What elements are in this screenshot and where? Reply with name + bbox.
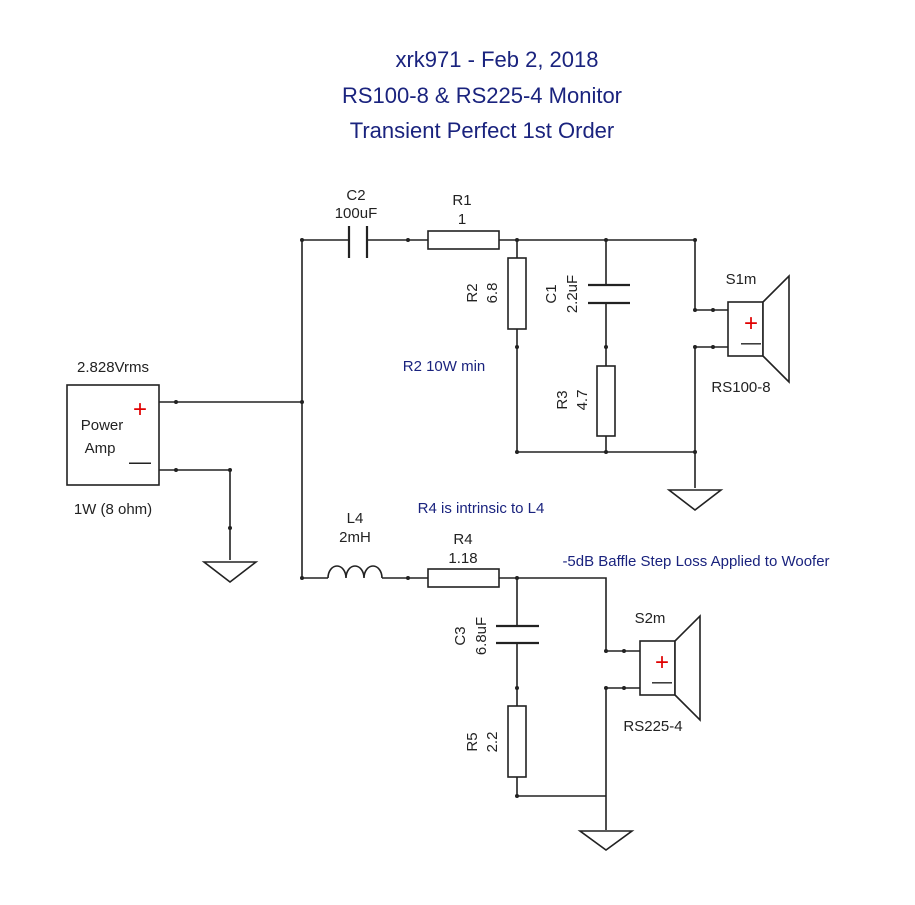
amp-name-line-2: Amp	[85, 440, 116, 457]
c2-ref-label: C2	[346, 187, 365, 204]
amp-plus-sign: +	[133, 396, 147, 423]
s2-minus-sign: —	[652, 671, 672, 693]
r1-value-label: 1	[458, 211, 466, 228]
power-amp: 2.828Vrms Power Amp + — 1W (8 ohm)	[66, 359, 160, 518]
s1-model-label: RS100-8	[711, 379, 770, 396]
title-line-2: RS100-8 & RS225-4 Monitor	[342, 83, 622, 108]
r2-power-note: R2 10W min	[403, 358, 486, 375]
c2-value-label: 100uF	[335, 205, 378, 222]
s1-speaker-cone	[762, 274, 790, 384]
amp-minus-sign: —	[129, 449, 151, 474]
c3-ref-label: C3	[452, 626, 469, 645]
r3-value-label: 4.7	[574, 390, 591, 411]
r4-resistor	[427, 568, 500, 588]
tweeter-branch: C2 100uF R1 1 R2 6.8 C1 2.2uF R3 4.7	[302, 187, 728, 512]
c1-ref-label: C1	[543, 284, 560, 303]
l4-value-label: 2mH	[339, 529, 371, 546]
r2-resistor	[507, 257, 527, 330]
title-line-1: xrk971 - Feb 2, 2018	[395, 47, 598, 72]
r2-ref-label: R2	[464, 283, 481, 302]
r2-value-label: 6.8	[484, 283, 501, 304]
s1-ref-label: S1m	[726, 271, 757, 288]
s2-model-label: RS225-4	[623, 718, 682, 735]
r5-value-label: 2.2	[484, 732, 501, 753]
r5-ref-label: R5	[464, 732, 481, 751]
amp-voltage-label: 2.828Vrms	[77, 359, 149, 376]
r4-intrinsic-note: R4 is intrinsic to L4	[418, 500, 545, 517]
r5-resistor	[507, 705, 527, 778]
c3-value-label: 6.8uF	[473, 617, 490, 655]
speaker-s2: S2m + — RS225-4	[623, 610, 701, 735]
s2-plus-sign: +	[655, 649, 669, 676]
r3-resistor	[596, 365, 616, 437]
l4-ref-label: L4	[347, 510, 364, 527]
r4-value-label: 1.18	[448, 550, 477, 567]
s2-speaker-cone	[674, 614, 701, 722]
r3-ref-label: R3	[554, 390, 571, 409]
ground-symbol-tweeter	[666, 489, 724, 512]
amp-box	[66, 384, 160, 486]
amp-power-label: 1W (8 ohm)	[74, 501, 152, 518]
woofer-branch: R4 is intrinsic to L4 L4 2mH R4 1.18 -5d…	[302, 500, 830, 851]
speaker-s1: S1m + — RS100-8	[711, 271, 790, 396]
s2-ref-label: S2m	[635, 610, 666, 627]
l4-inductor	[327, 565, 383, 579]
ground-symbol-amp	[201, 561, 259, 584]
baffle-step-note: -5dB Baffle Step Loss Applied to Woofer	[562, 553, 829, 570]
amp-name-line-1: Power	[81, 417, 124, 434]
c1-value-label: 2.2uF	[564, 275, 581, 313]
title-line-3: Transient Perfect 1st Order	[350, 118, 615, 143]
r1-resistor	[427, 230, 500, 250]
r4-ref-label: R4	[453, 531, 472, 548]
s2-speaker-magnet	[639, 640, 676, 696]
amp-wiring	[159, 238, 304, 584]
r1-ref-label: R1	[452, 192, 471, 209]
ground-symbol-woofer	[577, 830, 635, 851]
s1-plus-sign: +	[744, 310, 758, 337]
s1-minus-sign: —	[741, 332, 761, 354]
